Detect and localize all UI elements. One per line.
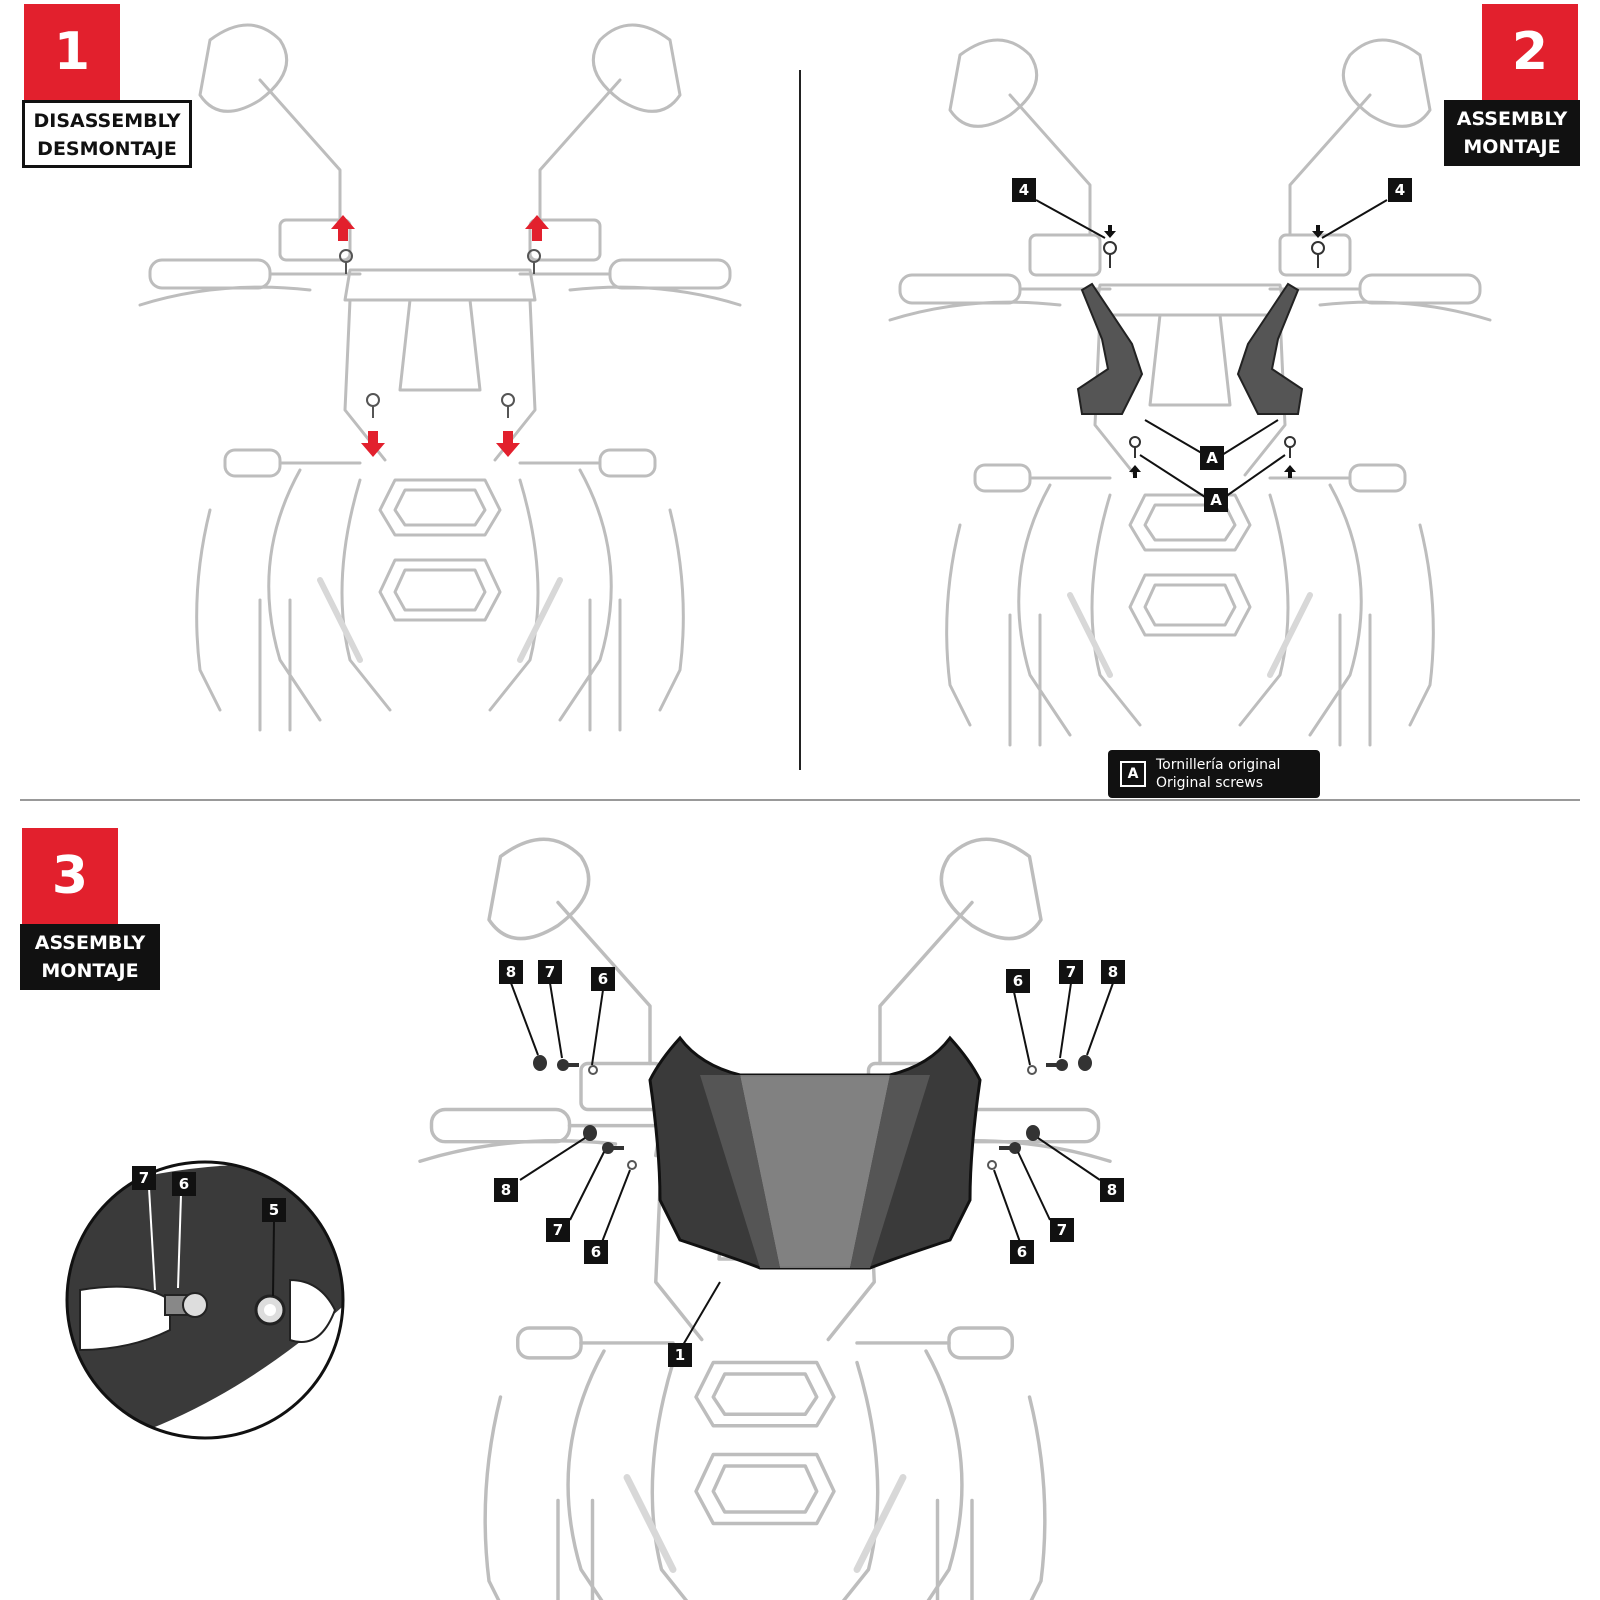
rubber-grommet-icon xyxy=(533,1055,1092,1141)
screw-icon xyxy=(339,249,541,418)
inset-callout-5: 5 xyxy=(262,1198,286,1222)
step-1-label: DISASSEMBLY DESMONTAJE xyxy=(22,100,192,168)
callout-A-lower: A xyxy=(1204,488,1228,512)
callout-4-right: 4 xyxy=(1388,178,1412,202)
callout-6-bottom-left: 6 xyxy=(584,1240,608,1264)
screw-icon xyxy=(1103,241,1325,458)
inset-detail xyxy=(65,1160,345,1440)
step-2-label-en: ASSEMBLY xyxy=(1456,108,1568,130)
step-3-label-es: MONTAJE xyxy=(41,960,139,982)
screw-icon xyxy=(557,1059,1068,1154)
callout-6-top-left: 6 xyxy=(591,967,615,991)
callout-7-bottom-right: 7 xyxy=(1050,1218,1074,1242)
step-2-label: ASSEMBLY MONTAJE xyxy=(1444,100,1580,166)
up-arrow-icon xyxy=(331,215,549,241)
callout-6-top-right: 6 xyxy=(1006,969,1030,993)
callout-A-upper: A xyxy=(1200,446,1224,470)
callout-7-bottom-left: 7 xyxy=(546,1218,570,1242)
legend-key: A xyxy=(1120,761,1146,787)
step-2-number: 2 xyxy=(1482,4,1578,100)
callout-6-bottom-right: 6 xyxy=(1010,1240,1034,1264)
inset-callout-6: 6 xyxy=(172,1172,196,1196)
callout-8-bottom-left: 8 xyxy=(494,1178,518,1202)
callout-8-top-right: 8 xyxy=(1101,960,1125,984)
windscreen xyxy=(648,1035,982,1270)
callout-7-top-right: 7 xyxy=(1059,960,1083,984)
callout-8-bottom-right: 8 xyxy=(1100,1178,1124,1202)
callout-7-top-left: 7 xyxy=(538,960,562,984)
down-arrow-icon xyxy=(1104,225,1324,238)
inset-callout-7: 7 xyxy=(132,1166,156,1190)
original-screws-legend: A Tornillería original Original screws xyxy=(1108,750,1320,798)
step-1-label-en: DISASSEMBLY xyxy=(33,110,181,132)
step-1-label-es: DESMONTAJE xyxy=(37,138,177,160)
step-3-label-en: ASSEMBLY xyxy=(34,932,146,954)
step-2-label-es: MONTAJE xyxy=(1463,136,1561,158)
step-3-number: 3 xyxy=(22,828,118,924)
up-arrow-icon xyxy=(1129,465,1296,478)
step-1-number: 1 xyxy=(24,4,120,100)
legend-text: Tornillería original Original screws xyxy=(1156,756,1280,792)
callout-4-left: 4 xyxy=(1012,178,1036,202)
step-3-label: ASSEMBLY MONTAJE xyxy=(20,924,160,990)
down-arrow-icon xyxy=(361,431,520,457)
mount-bracket xyxy=(1076,282,1304,415)
legend-line-en: Original screws xyxy=(1156,775,1264,791)
legend-line-es: Tornillería original xyxy=(1156,757,1281,773)
washer-icon xyxy=(588,1065,1037,1170)
callout-1-windscreen: 1 xyxy=(668,1343,692,1367)
callout-8-top-left: 8 xyxy=(499,960,523,984)
